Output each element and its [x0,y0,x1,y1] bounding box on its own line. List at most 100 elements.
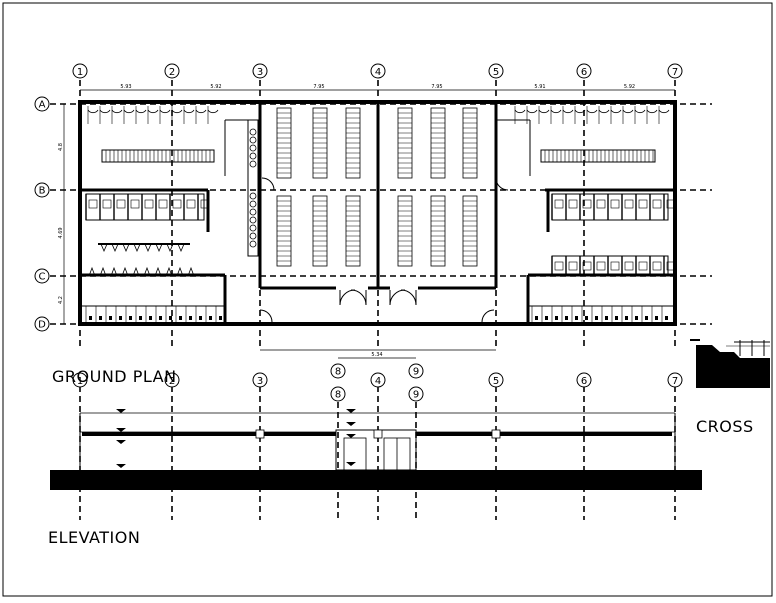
locker-handle [159,316,162,320]
wc-fixture [638,199,648,209]
elev-grid-label: 4 [375,376,381,387]
elev-extra-bubble [330,386,346,402]
basin [249,216,257,224]
thin-partitions [224,119,531,257]
grid-col-bubble [72,63,88,79]
wc-fixture [158,199,168,209]
grid-row-label: C [39,272,46,283]
wc-fixture [596,199,606,209]
locker-handle [535,316,538,320]
locker-door [610,109,622,114]
locker-handle [139,316,142,320]
locker-handle [189,316,192,320]
locker-handle [645,316,648,320]
basin [249,200,257,208]
grid-col-label: 3 [257,67,263,78]
locker-handle [199,316,202,320]
basin [249,128,257,136]
grid-row-bubble [34,268,50,284]
wc-fixture [116,199,126,209]
locker-handle [615,316,618,320]
dimension-top-text: 7.95 [431,84,442,90]
shower-fixture [568,261,578,271]
locker-handle [655,316,658,320]
locker-door [550,109,562,114]
locker-door [586,109,598,114]
wc-fixture [88,199,98,209]
shower-fixture [554,261,564,271]
shower-fixture [610,261,620,271]
urinal [143,266,151,277]
grid-col-bubble [370,63,386,79]
locker-door [538,109,550,114]
grid-col-label: 7 [672,67,678,78]
pilaster [491,429,501,439]
locker-handle [99,316,102,320]
grid-col-label: 2 [169,67,175,78]
grid-col-label: 5 [493,67,499,78]
urinal [155,243,163,253]
locker-handle [565,316,568,320]
elev-grid-bubble [488,372,504,388]
cross-title: CROSS [696,417,754,436]
shower-fixture [582,261,592,271]
basin [249,208,257,216]
locker-handle [625,316,628,320]
locker-handle [575,316,578,320]
basin [249,240,257,248]
locker-handle [209,316,212,320]
locker-handle [595,316,598,320]
grid-col-bubble [576,63,592,79]
grid-col-label: 1 [77,67,83,78]
grid-col-bubble [164,63,180,79]
locker-door [562,109,574,114]
locker-door [526,109,538,114]
wc-fixture [568,199,578,209]
shower-fixture [624,261,634,271]
urinal [165,266,173,277]
locker-door [159,109,171,114]
wc-fixture [624,199,634,209]
basin [249,136,257,144]
elev-extra-label: 9 [413,390,419,401]
wc-fixture [610,199,620,209]
pilaster [255,429,265,439]
grid-col-label: 6 [581,67,587,78]
dimension-top-text: 5.93 [120,84,131,90]
locker-door [99,109,111,114]
locker-door [135,109,147,114]
plan-fixtures [85,106,676,322]
urinal [111,243,119,253]
bench [540,149,656,163]
wc-fixture [554,199,564,209]
locker-handle [179,316,182,320]
entrance-dimension-text: 5.34 [371,352,382,358]
dimension-left-text: 4.2 [58,296,64,304]
grid-row-label: D [38,320,46,331]
dimension-top-text: 7.95 [313,84,324,90]
wc-fixture [102,199,112,209]
locker-door [183,109,195,114]
wc-fixture [172,199,182,209]
locker-handle [219,316,222,320]
extra-axis-bubble [330,363,346,379]
dimension-lines [63,89,675,359]
wc-fixture [130,199,140,209]
locker-door [195,109,207,114]
extra-axis-label: 9 [413,367,419,378]
locker-handle [109,316,112,320]
elev-grid-label: 5 [493,376,499,387]
wc-fixture [582,199,592,209]
basin [249,224,257,232]
basin [249,192,257,200]
entrance-doors [259,177,509,323]
elev-grid-bubble [72,372,88,388]
grid-col-bubble [252,63,268,79]
elev-extra-label: 8 [335,390,341,401]
urinal [122,243,130,253]
locker-door [514,109,526,114]
